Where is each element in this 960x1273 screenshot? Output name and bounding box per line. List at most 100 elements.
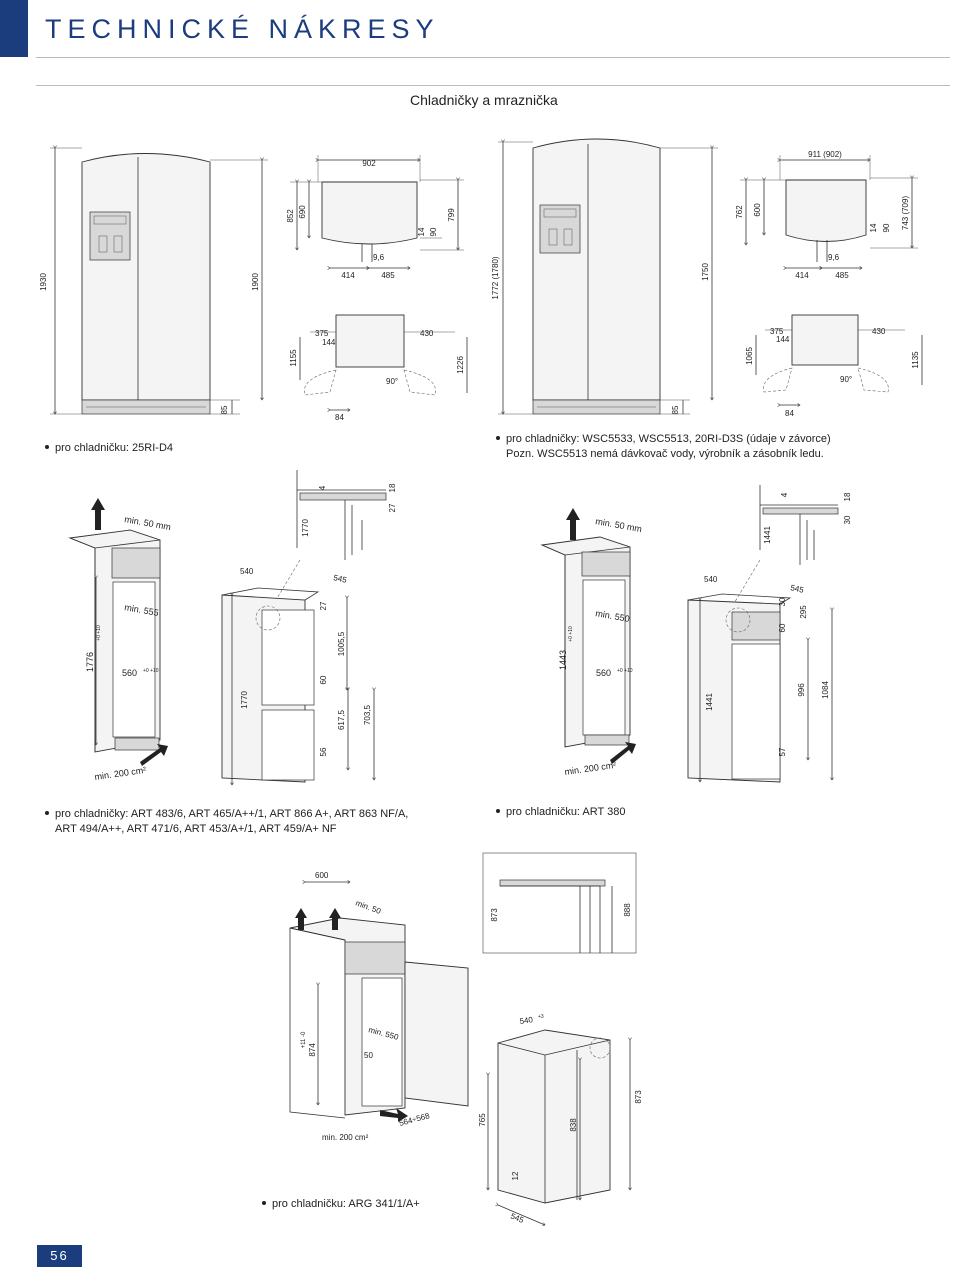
dim-90-b: 90 (882, 223, 891, 232)
dim-1443: 1443 (558, 650, 568, 670)
dim-545-d: 545 (790, 583, 805, 595)
bullet-icon (496, 809, 500, 814)
dim-4: 4 (318, 485, 327, 490)
dim-1443-tol: +0 +10 (568, 626, 574, 642)
dim-min200: min. 200 cm² (94, 765, 147, 782)
page-number: 56 (37, 1245, 82, 1267)
section-divider (36, 85, 950, 86)
drawing-niche-c: min. 50 mm min. 555 1776 +0 +10 560 +0 +… (68, 498, 172, 782)
dim-min50-e: min. 50 (354, 898, 382, 916)
dim-1441-b: 1441 (705, 693, 714, 711)
dim-799: 799 (447, 208, 456, 222)
dim-50-e: 50 (364, 1051, 373, 1060)
dim-690: 690 (298, 205, 307, 219)
dim-996: 996 (797, 683, 806, 697)
dim-60-c: 60 (319, 675, 328, 684)
note-text: pro chladničky: WSC5533, WSC5513, 20RI-D… (506, 433, 831, 445)
drawing-side-by-side-25ri: 1930 1900 85 (39, 148, 268, 414)
dim-703: 703,5 (363, 704, 372, 725)
dim-375: 375 (315, 329, 329, 338)
drawing-appliance-f: 540 +3 765 838 873 12 545 (478, 1014, 643, 1225)
note-art-list: pro chladničky: ART 483/6, ART 465/A++/1… (45, 807, 408, 837)
dim-560-tol: +0 +10 (143, 668, 159, 674)
dim-743: 743 (709) (901, 196, 910, 231)
dim-540-f: 540 (519, 1015, 534, 1026)
bullet-icon (262, 1201, 266, 1206)
dim-1005: 1005,5 (337, 631, 346, 656)
note-text: ART 494/A++, ART 471/6, ART 453/A+/1, AR… (55, 823, 337, 835)
dim-762: 762 (735, 205, 744, 219)
dim-min200-e: min. 200 cm² (322, 1133, 369, 1142)
page-title: TECHNICKÉ NÁKRESY (45, 14, 440, 44)
dim-18-d: 18 (843, 492, 852, 501)
dim-485-b: 485 (835, 271, 849, 280)
dim-90-deg: 90° (386, 377, 398, 386)
dim-600-e: 600 (315, 871, 329, 880)
dim-600: 600 (753, 203, 762, 217)
note-arg-341: pro chladničku: ARG 341/1/A+ (262, 1197, 420, 1212)
dim-12: 12 (511, 1171, 520, 1180)
dim-144-b: 144 (776, 335, 790, 344)
dim-540-f-tol: +3 (538, 1014, 544, 1020)
dim-1226: 1226 (456, 356, 465, 374)
dim-852: 852 (286, 209, 295, 223)
drawing-detail-e: 873 888 (482, 852, 637, 954)
dim-9-6-b: 9,6 (828, 253, 840, 262)
dim-838: 838 (569, 1118, 578, 1132)
section-title: Chladničky a mraznička (410, 92, 558, 108)
dim-1900: 1900 (251, 273, 260, 291)
dim-57: 57 (778, 747, 787, 756)
note-text: pro chladničku: ARG 341/1/A+ (272, 1198, 420, 1210)
dim-485: 485 (381, 271, 395, 280)
dim-min200-d: min. 200 cm² (564, 760, 617, 777)
dim-1750: 1750 (701, 263, 710, 281)
dim-560-d-tol: +0 +10 (617, 668, 633, 674)
dim-1065: 1065 (745, 347, 754, 365)
drawing-top-view-b: 911 (902) 762 600 743 (709) 14 90 9,6 41… (735, 150, 923, 418)
dim-1155: 1155 (289, 349, 298, 367)
dim-1135: 1135 (911, 351, 920, 369)
note-25ri-d4: pro chladničku: 25RI-D4 (45, 441, 173, 456)
dim-414: 414 (341, 271, 355, 280)
bullet-icon (496, 436, 500, 441)
drawing-top-view-a: 902 852 690 799 14 90 9,6 414 485 1155 1… (286, 155, 468, 422)
dim-874: 874 (308, 1043, 317, 1057)
dim-1930: 1930 (39, 273, 48, 291)
header-accent-bar (0, 0, 28, 57)
dim-56: 56 (319, 747, 328, 756)
drawing-side-by-side-wsc: 1772 (1780) 1750 85 (491, 138, 718, 414)
header-divider (36, 57, 950, 58)
dim-60-d: 60 (778, 623, 787, 632)
dim-30-b: 30 (778, 597, 787, 606)
dim-90-deg-b: 90° (840, 375, 852, 384)
dim-14-b: 14 (869, 223, 878, 232)
dim-873-b: 873 (634, 1090, 643, 1104)
drawing-niche-e: 600 min. 50 874 +11 -0 min. 550 50 min. … (289, 871, 469, 1142)
dim-375-b: 375 (770, 327, 784, 336)
dim-902: 902 (362, 159, 376, 168)
dim-1776: 1776 (85, 652, 95, 672)
note-art-380: pro chladničku: ART 380 (496, 805, 625, 820)
dim-14: 14 (417, 227, 426, 236)
dim-888: 888 (623, 903, 632, 917)
dim-545-c: 545 (333, 573, 348, 585)
dim-min50-d: min. 50 mm (595, 516, 643, 534)
note-text: pro chladničku: ART 380 (506, 806, 626, 818)
dim-1776-tol: +0 +10 (96, 625, 102, 641)
dim-430: 430 (420, 329, 434, 338)
note-text: pro chladničku: 25RI-D4 (55, 442, 174, 454)
dim-295: 295 (799, 605, 808, 619)
dim-1441-a: 1441 (763, 526, 772, 544)
dim-765: 765 (478, 1113, 487, 1127)
dim-9-6: 9,6 (373, 253, 385, 262)
dim-1772: 1772 (1780) (491, 256, 500, 299)
dim-430-b: 430 (872, 327, 886, 336)
dim-911: 911 (902) (808, 150, 842, 159)
dim-540-d: 540 (704, 575, 718, 584)
dim-617: 617,5 (337, 709, 346, 730)
note-text: pro chladničky: ART 483/6, ART 465/A++/1… (55, 808, 409, 820)
dim-27-a: 27 (388, 503, 397, 512)
dim-560-d: 560 (596, 668, 611, 678)
dim-18: 18 (388, 483, 397, 492)
